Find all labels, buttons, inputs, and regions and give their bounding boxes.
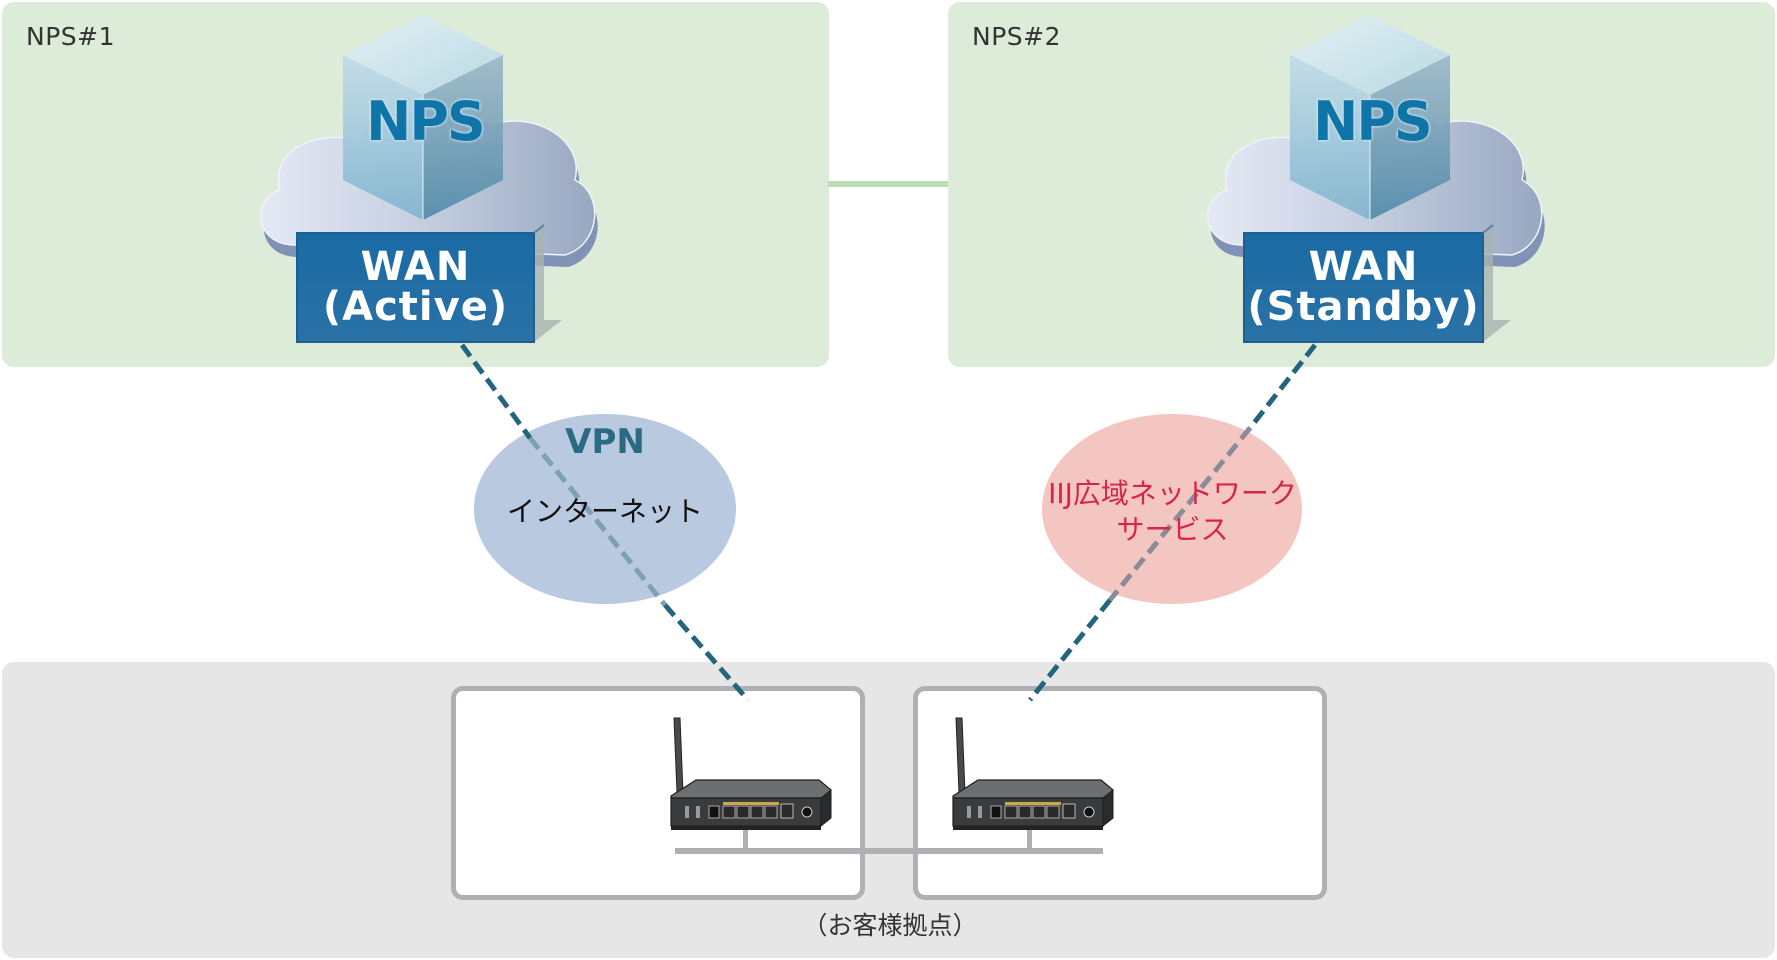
internet-label: インターネット: [506, 495, 703, 528]
customer-site-caption: （お客様拠点）: [802, 911, 978, 940]
wan-active-label: WAN (Active): [297, 247, 534, 327]
wan-standby-line2: (Standby): [1247, 284, 1480, 330]
wan-standby-line1: WAN: [1308, 244, 1419, 290]
nps1-server-label: NPS: [366, 90, 486, 153]
vpn-title: VPN: [565, 422, 645, 462]
active-vpn-path: [459, 343, 750, 702]
wan-standby-box: [1243, 224, 1511, 343]
wan-standby-label: WAN (Standby): [1244, 247, 1483, 327]
vpn-internet-cloud: [474, 414, 736, 604]
customer-site-panel: [2, 662, 1775, 958]
nps1-label: NPS#1: [26, 22, 115, 51]
iij-wan-service-cloud: [1042, 414, 1302, 604]
standby-wan-path: [1028, 343, 1317, 702]
wan-active-box: [296, 224, 562, 343]
wan-active-line1: WAN: [360, 244, 471, 290]
iij-wan-service-label: IIJ広域ネットワーク サービス: [1030, 476, 1315, 548]
wan-active-line2: (Active): [322, 284, 509, 330]
router-icon: [670, 717, 832, 831]
lan-segment: [675, 820, 1103, 854]
nps2-server-label: NPS: [1313, 90, 1433, 153]
nps2-label: NPS#2: [972, 22, 1061, 51]
router-icon: [952, 717, 1114, 831]
iij-wan-service-line1: IIJ広域ネットワーク: [1048, 477, 1297, 510]
inter-site-link: [828, 181, 948, 187]
iij-wan-service-line2: サービス: [1116, 513, 1229, 546]
